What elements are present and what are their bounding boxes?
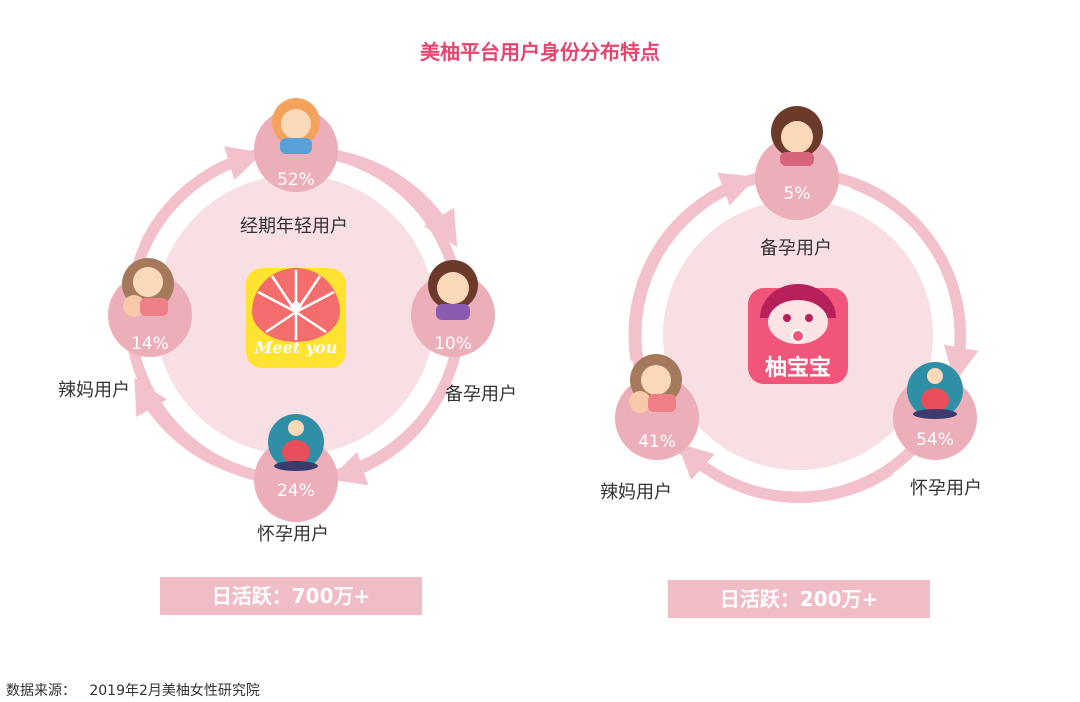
right-pct-mom: 41% bbox=[638, 432, 676, 452]
meetyou-app-logo bbox=[246, 268, 346, 368]
left-cycle bbox=[108, 98, 495, 522]
left-label-prep: 备孕用户 bbox=[445, 384, 517, 405]
left-pct-pregnant: 24% bbox=[277, 481, 315, 501]
left-node-pregnant bbox=[254, 414, 338, 522]
left-pct-period: 52% bbox=[277, 170, 315, 190]
left-node-mom bbox=[108, 258, 192, 357]
youbaobao-app-logo bbox=[748, 284, 848, 384]
right-arrow-2 bbox=[677, 443, 894, 504]
left-node-prep bbox=[411, 260, 495, 357]
youbaobao-logo-text: 柚宝宝 bbox=[764, 356, 831, 381]
right-pct-pregnant: 54% bbox=[916, 430, 954, 450]
right-cycle bbox=[615, 106, 979, 504]
left-node-period bbox=[254, 98, 338, 192]
right-node-mom bbox=[615, 354, 699, 460]
meetyou-logo-text: Meet you bbox=[254, 338, 338, 357]
right-node-prep bbox=[755, 106, 839, 220]
right-node-pregnant bbox=[893, 362, 977, 460]
right-label-mom: 辣妈用户 bbox=[600, 482, 672, 503]
right-arrow-1 bbox=[850, 177, 979, 383]
left-label-pregnant: 怀孕用户 bbox=[257, 524, 329, 545]
left-pct-prep: 10% bbox=[434, 334, 472, 354]
right-dau-bar: 日活跃：200万+ bbox=[668, 580, 930, 618]
left-pct-mom: 14% bbox=[131, 334, 169, 354]
left-arrow-3 bbox=[134, 377, 242, 476]
right-pct-prep: 5% bbox=[783, 184, 811, 204]
left-arrow-1 bbox=[336, 150, 458, 248]
right-label-pregnant: 怀孕用户 bbox=[910, 478, 982, 499]
left-arrow-2 bbox=[329, 414, 430, 486]
left-label-period: 经期年轻用户 bbox=[240, 216, 348, 237]
left-label-mom: 辣妈用户 bbox=[58, 380, 130, 401]
left-dau-bar: 日活跃：700万+ bbox=[160, 577, 422, 615]
right-label-prep: 备孕用户 bbox=[760, 238, 832, 259]
right-arrow-3 bbox=[628, 172, 757, 361]
data-source-note: 数据来源： 2019年2月美柚女性研究院 bbox=[6, 683, 260, 699]
left-arrow-4 bbox=[140, 146, 263, 248]
page-title: 美柚平台用户身份分布特点 bbox=[420, 40, 660, 64]
